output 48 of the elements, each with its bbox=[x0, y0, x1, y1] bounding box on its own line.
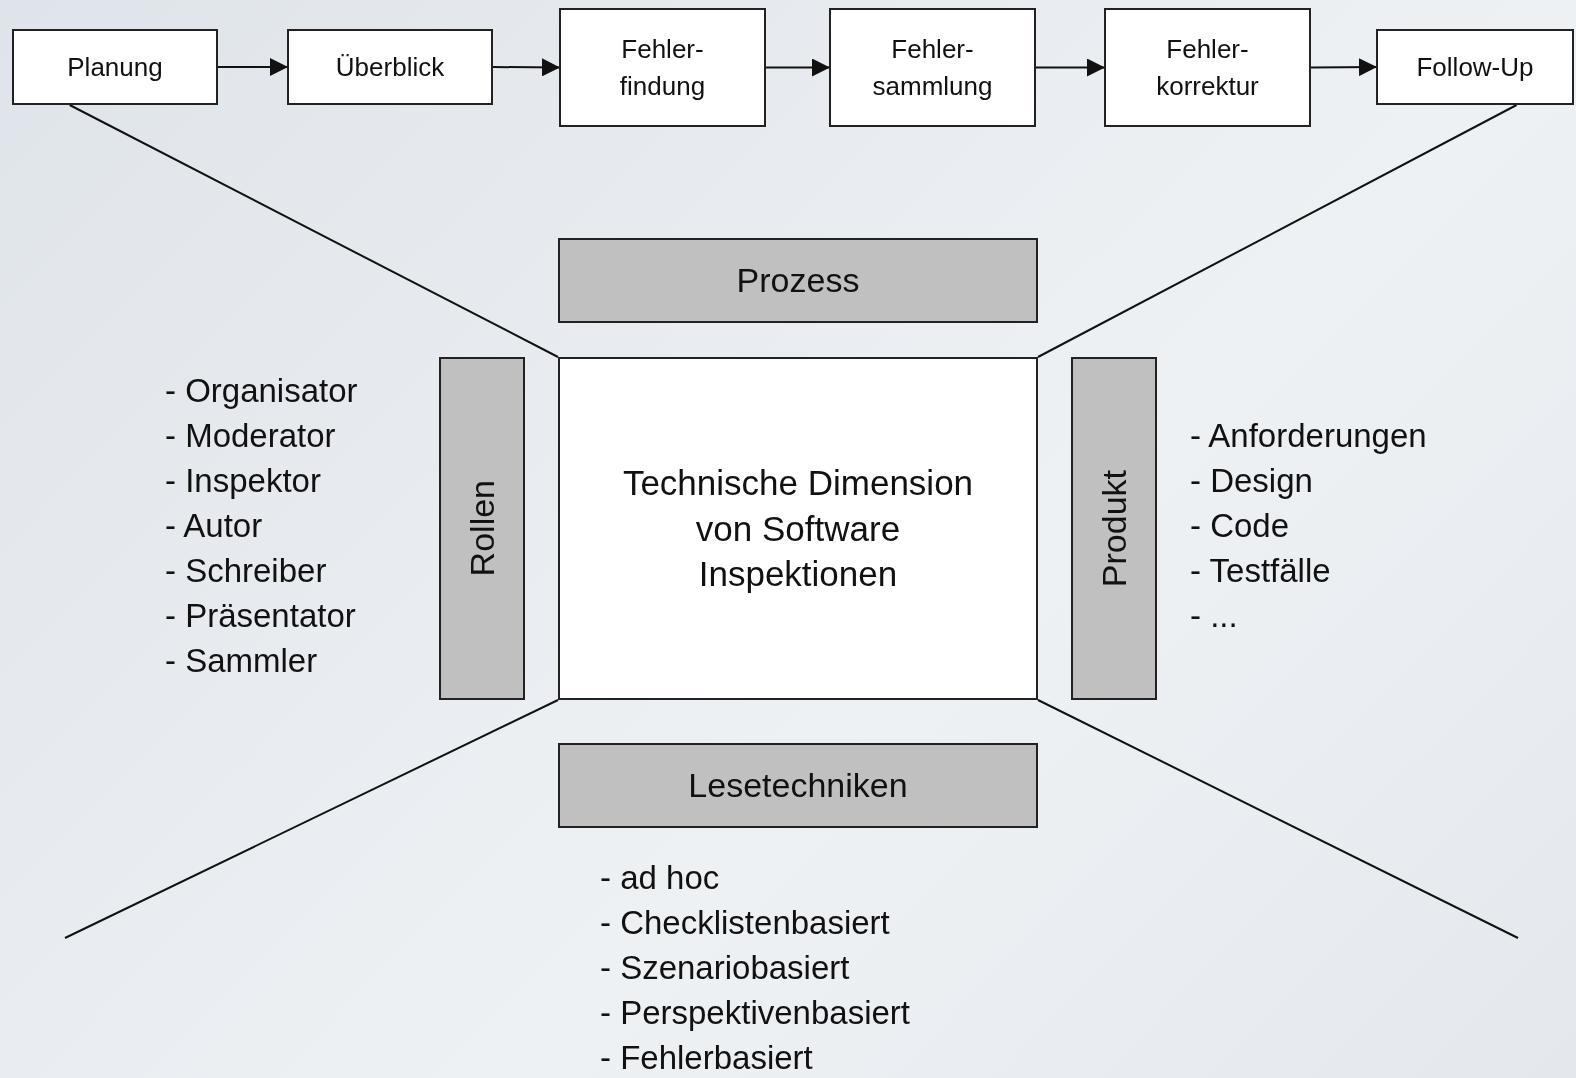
arrow bbox=[217, 58, 288, 76]
dimension-bar bbox=[558, 238, 1038, 323]
list-item: - Code bbox=[1190, 506, 1291, 546]
arrow bbox=[1310, 58, 1377, 77]
list-item: - Anforderungen bbox=[1190, 416, 1427, 456]
process-step-box bbox=[559, 8, 766, 127]
box-label: Überblick bbox=[335, 50, 445, 84]
box-label: Lesetechniken bbox=[688, 766, 908, 805]
process-step-box bbox=[1104, 8, 1311, 127]
process-step-box bbox=[287, 29, 493, 105]
box-label: Prozess bbox=[736, 261, 860, 300]
process-step-box bbox=[1376, 29, 1574, 105]
list-item: - Organisator bbox=[165, 371, 358, 411]
list-item: - Checklistenbasiert bbox=[600, 903, 891, 943]
box-label: Produkt bbox=[1094, 469, 1134, 588]
box-label: Technische Dimension von Software Inspektionen bbox=[621, 462, 975, 596]
list-item: - Sammler bbox=[165, 641, 319, 681]
list-item: - ad hoc bbox=[600, 858, 721, 898]
connector-line bbox=[68, 104, 559, 358]
center-box bbox=[558, 357, 1038, 700]
box-label: Fehler- sammlung bbox=[871, 33, 994, 103]
process-step-box bbox=[829, 8, 1036, 127]
dimension-bar bbox=[558, 743, 1038, 828]
dimension-bar bbox=[1071, 357, 1157, 700]
list-item: - Inspektor bbox=[165, 461, 322, 501]
list-item: - Design bbox=[1190, 461, 1314, 501]
connector-line bbox=[1037, 699, 1519, 939]
list-item: - ... bbox=[1190, 596, 1239, 636]
box-label: Rollen bbox=[462, 480, 502, 577]
arrow bbox=[1035, 58, 1105, 77]
list-item: - Szenariobasiert bbox=[600, 948, 851, 988]
dimension-bar bbox=[439, 357, 525, 700]
process-step-box bbox=[12, 29, 218, 105]
box-label: Follow-Up bbox=[1416, 50, 1534, 84]
connector-line bbox=[64, 699, 559, 939]
list-item: - Präsentator bbox=[165, 596, 357, 636]
box-label: Fehler- korrektur bbox=[1155, 33, 1260, 103]
list-item: - Schreiber bbox=[165, 551, 328, 591]
box-label: Planung bbox=[67, 50, 163, 84]
arrow bbox=[765, 58, 830, 77]
list-item: - Fehlerbasiert bbox=[600, 1038, 814, 1078]
box-label: Fehler- findung bbox=[618, 33, 707, 103]
list-item: - Moderator bbox=[165, 416, 337, 456]
list-item: - Testfälle bbox=[1190, 551, 1332, 591]
arrow bbox=[492, 58, 560, 77]
connector-line bbox=[1037, 104, 1518, 358]
list-item: - Perspektivenbasiert bbox=[600, 993, 910, 1033]
list-item: - Autor bbox=[165, 506, 264, 546]
